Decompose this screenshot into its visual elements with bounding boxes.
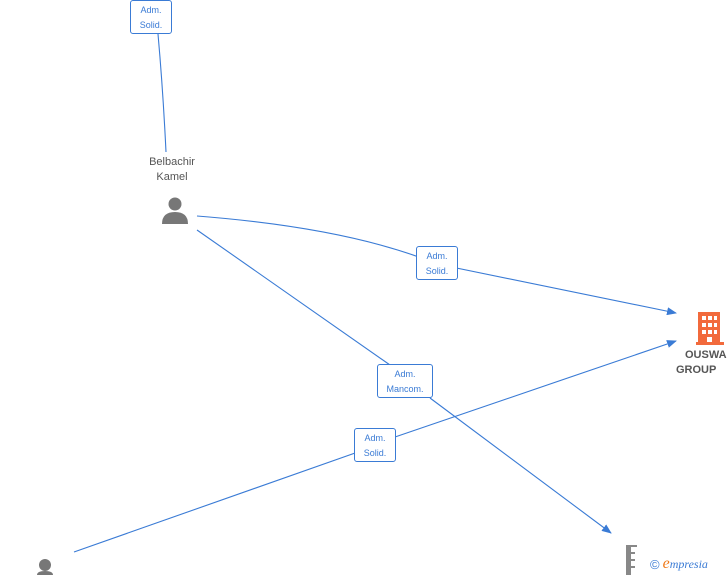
edge-label-line1: Adm. [426, 251, 448, 261]
company-name-ouswa-line2[interactable]: GROUP [676, 363, 716, 378]
edge-label-line2: Solid. [363, 448, 387, 458]
edge-line-belbachir-second [196, 229, 611, 533]
edge-label-top[interactable]: Adm. Solid. [130, 0, 172, 34]
company-name-line1: OUSWA [685, 349, 727, 361]
company-name-ouswa[interactable]: OUSWA [685, 348, 727, 363]
edge-label-belbachir-second[interactable]: Adm. Mancom. [377, 364, 433, 398]
building-icon[interactable] [696, 310, 726, 346]
edge-label-person-ouswa[interactable]: Adm. Solid. [354, 428, 396, 462]
edge-label-belbachir-ouswa[interactable]: Adm. Solid. [416, 246, 458, 280]
edge-label-line1: Adm. [140, 5, 162, 15]
edge-label-line2: Mancom. [386, 384, 424, 394]
person-name-belbachir[interactable]: Belbachir Kamel [137, 155, 207, 185]
edge-label-line2: Solid. [139, 20, 163, 30]
edge-label-line1: Adm. [364, 433, 386, 443]
person-icon[interactable] [160, 196, 190, 224]
building-icon[interactable] [624, 543, 640, 575]
person-name-line1: Belbachir [149, 156, 195, 168]
brand-initial: e [662, 555, 670, 572]
edge-line-top [157, 33, 167, 153]
person-icon[interactable] [35, 558, 55, 575]
empresia-watermark: © e mpresia [650, 554, 708, 574]
copyright-symbol: © [650, 556, 660, 572]
edge-label-line1: Adm. [394, 369, 416, 379]
edge-line-person-ouswa [73, 341, 676, 553]
edge-label-line2: Solid. [425, 266, 449, 276]
person-name-line2: Kamel [156, 171, 188, 183]
company-name-line2: GROUP [676, 364, 717, 376]
brand-name: mpresia [669, 556, 708, 571]
